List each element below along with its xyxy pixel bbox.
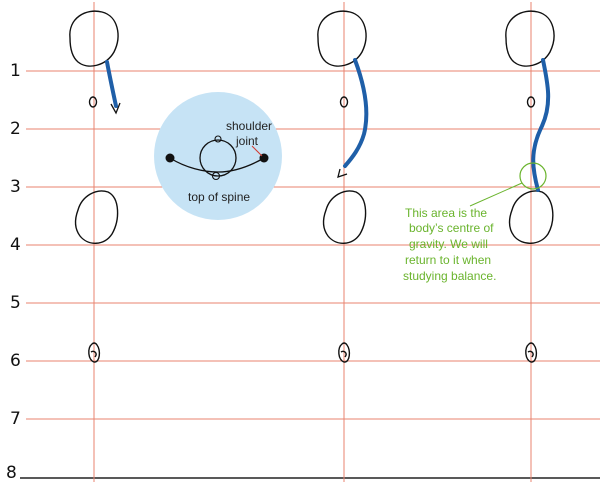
neck-mark-1 bbox=[88, 96, 98, 108]
head-shape-3 bbox=[505, 10, 555, 67]
head-shape-1 bbox=[69, 10, 119, 67]
grid-lines bbox=[26, 70, 600, 420]
row-number-5: 5 bbox=[10, 293, 21, 313]
label-shoulder-line-2: joint bbox=[235, 134, 259, 148]
note-line-5: studying balance. bbox=[403, 269, 496, 283]
torso-shape-2 bbox=[322, 190, 367, 244]
spine-stroke-2 bbox=[343, 58, 369, 168]
arrow-head-2 bbox=[337, 168, 348, 178]
note-line-3: gravity. We will bbox=[409, 237, 488, 251]
torso-shape-1 bbox=[74, 190, 119, 244]
arrow-head-1 bbox=[110, 102, 121, 115]
shoulder-pointer-line bbox=[251, 145, 263, 157]
label-top-of-spine: top of spine bbox=[188, 190, 250, 204]
hip-mark-2 bbox=[338, 342, 351, 363]
shoulder-line bbox=[169, 157, 265, 173]
note-pointer-line bbox=[469, 182, 523, 207]
neck-mark-2 bbox=[339, 96, 349, 108]
gravity-note: This area is the body’s centre of gravit… bbox=[403, 206, 496, 283]
spine-stroke-3 bbox=[531, 58, 551, 192]
head-shape-2 bbox=[317, 10, 367, 67]
row-number-3: 3 bbox=[10, 177, 21, 197]
row-number-4: 4 bbox=[10, 235, 21, 255]
spine-stroke-1 bbox=[105, 60, 118, 108]
row-number-1: 1 bbox=[10, 61, 21, 81]
figure-1 bbox=[69, 10, 119, 363]
hip-mark-3 bbox=[525, 342, 538, 363]
figure-2 bbox=[317, 10, 367, 363]
shoulder-joint-left bbox=[165, 153, 175, 163]
neck-mark-3 bbox=[526, 96, 536, 108]
note-line-1: This area is the bbox=[405, 206, 487, 220]
label-shoulder-line-1: shoulder bbox=[226, 119, 272, 133]
row-numbers: 1 2 3 4 5 6 7 8 bbox=[6, 61, 21, 483]
row-number-8: 8 bbox=[6, 463, 17, 483]
torso-shape-3 bbox=[508, 190, 554, 244]
figure-3 bbox=[505, 10, 555, 363]
row-number-2: 2 bbox=[10, 119, 21, 139]
vertical-lines bbox=[93, 2, 532, 482]
top-of-spine-mark bbox=[211, 171, 221, 181]
note-line-4: return to it when bbox=[405, 253, 491, 267]
centre-of-gravity-circle bbox=[519, 162, 547, 190]
head-top-view bbox=[199, 139, 237, 177]
hip-mark-1 bbox=[88, 342, 101, 363]
shoulder-inset: shoulder joint top of spine bbox=[154, 92, 282, 220]
inset-background bbox=[154, 92, 282, 220]
note-line-2: body’s centre of bbox=[409, 221, 494, 235]
row-number-7: 7 bbox=[10, 409, 21, 429]
row-number-6: 6 bbox=[10, 351, 21, 371]
nose-mark bbox=[214, 135, 222, 143]
